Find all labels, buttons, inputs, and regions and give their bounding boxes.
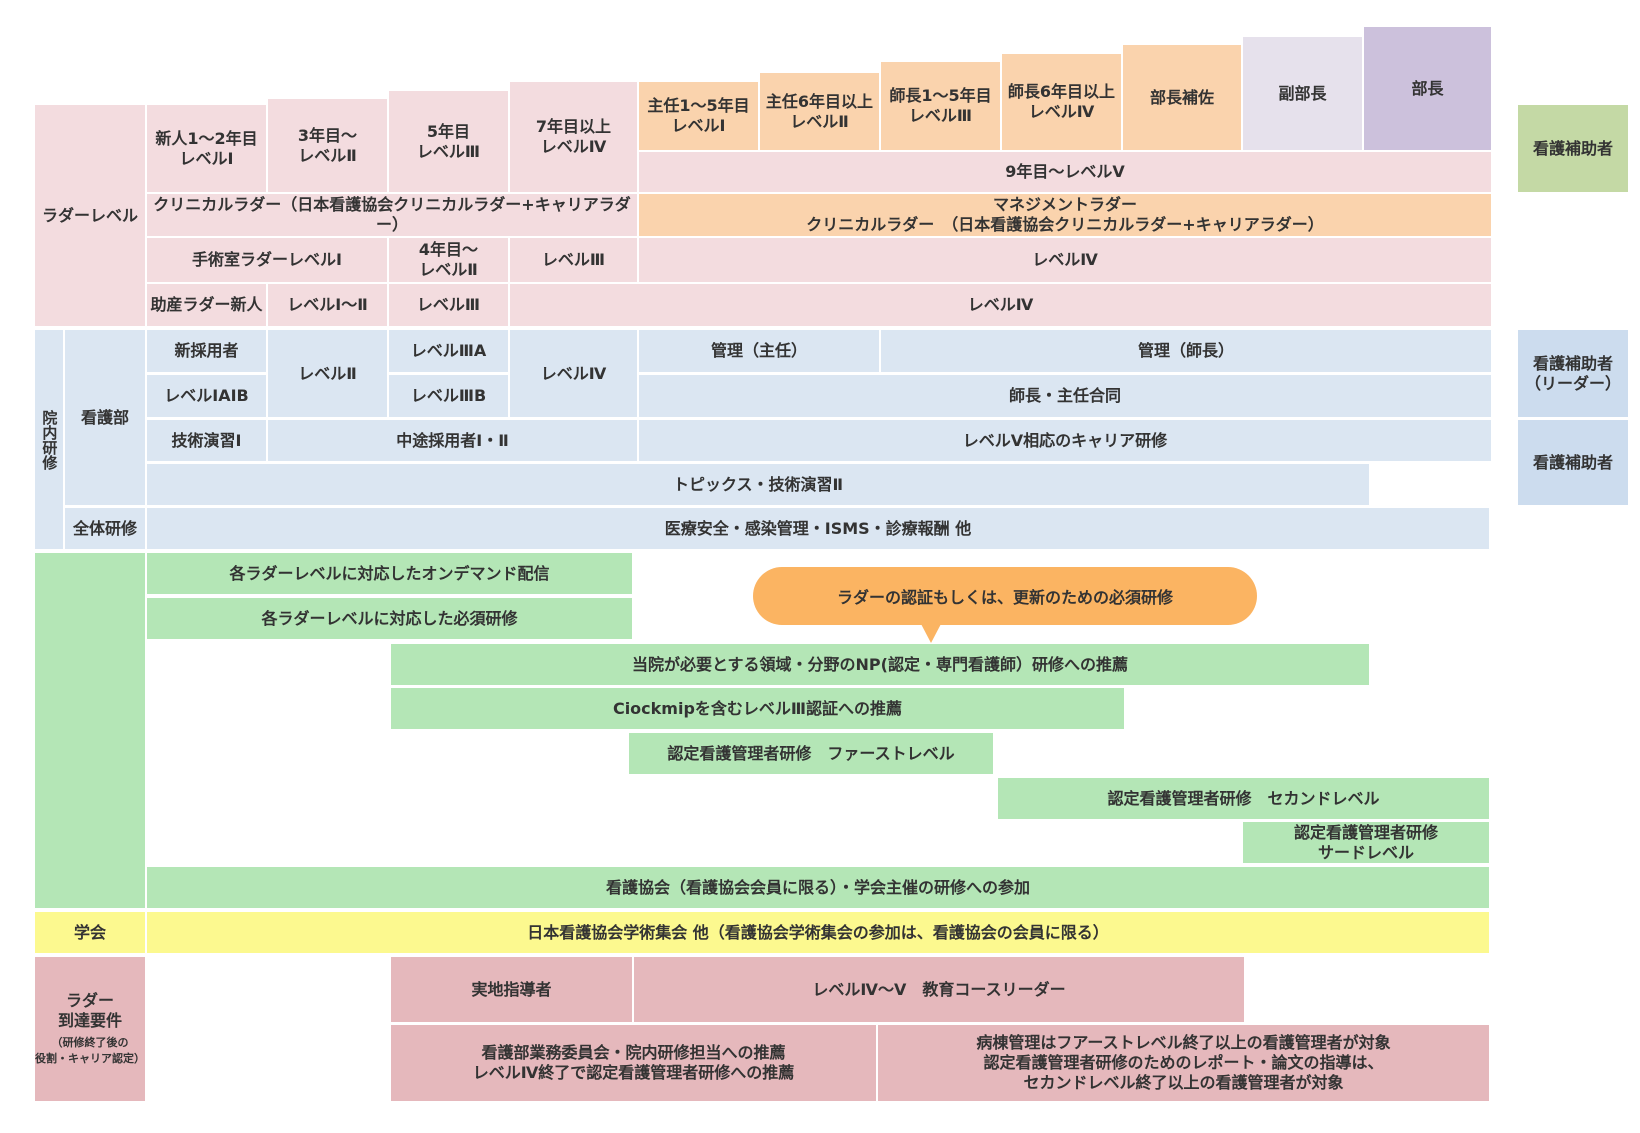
- academic-label: 学会: [35, 912, 145, 953]
- inhouse-level3b: レベルⅢB: [389, 375, 508, 417]
- mw-ladder-level4: レベルⅣ: [510, 284, 1491, 326]
- inhouse-level4: レベルⅣ: [510, 330, 637, 417]
- header-chief1: 主任1～5年目 レベルⅠ: [639, 82, 758, 150]
- mgmt-head: 管理（師長）: [881, 330, 1491, 372]
- header-deputy-director: 副部長: [1243, 37, 1362, 150]
- requirements-title: ラダー 到達要件: [57, 990, 122, 1030]
- management-ladder: マネジメントラダー クリニカルラダー （日本看護協会クリニカルラダー+キャリアラ…: [639, 194, 1491, 236]
- inhouse-level3a: レベルⅢA: [389, 330, 508, 372]
- header-head2: 師長6年目以上 レベルⅣ: [1002, 54, 1121, 150]
- callout-tail: [920, 622, 942, 643]
- committee-recommendation: 看護部業務委員会・院内研修担当への推薦 レベルⅣ終了で認定看護管理者研修への推薦: [391, 1025, 876, 1101]
- or-ladder-level4: レベルⅣ: [639, 238, 1491, 282]
- head-chief-joint: 師長・主任合同: [639, 375, 1491, 417]
- ciockmip-recommendation: Ciockmipを含むレベルⅢ認証への推薦: [391, 688, 1124, 729]
- required-training-callout: ラダーの認証もしくは、更新のための必須研修: [753, 567, 1257, 625]
- header-level3: 5年目 レベルⅢ: [389, 91, 508, 192]
- requirements-sublabel: （研修終了後の 役割・キャリア認定）: [35, 1035, 145, 1066]
- or-ladder-level1: 手術室ラダーレベルⅠ: [147, 238, 387, 282]
- header-chief2: 主任6年目以上 レベルⅡ: [760, 73, 879, 150]
- association-training: 看護協会（看護協会会員に限る）・学会主催の研修への参加: [147, 867, 1489, 908]
- header-level2: 3年目～ レベルⅡ: [268, 99, 387, 192]
- nursing-dept-label: 看護部: [65, 330, 145, 505]
- header-level1: 新人1～2年目 レベルⅠ: [147, 105, 266, 192]
- header-assistant: 看護補助者: [1518, 105, 1628, 192]
- clinical-ladder: クリニカルラダー（日本看護協会クリニカルラダー+キャリアラダー）: [147, 194, 637, 236]
- level1ab-cell: レベルⅠAⅠB: [147, 375, 266, 417]
- new-hire-cell: 新採用者: [147, 330, 266, 372]
- all-training-content: 医療安全・感染管理・ISMS・診療報酬 他: [147, 508, 1489, 549]
- header-level4: 7年目以上 レベルⅣ: [510, 82, 637, 192]
- inhouse-level2: レベルⅡ: [268, 330, 387, 417]
- mgmt-chief: 管理（主任）: [639, 330, 879, 372]
- required-training: 各ラダーレベルに対応した必須研修: [147, 598, 632, 639]
- second-level-training: 認定看護管理者研修 セカンドレベル: [998, 778, 1489, 819]
- ward-management-note: 病棟管理はフアーストレベル終了以上の看護管理者が対象 認定看護管理者研修のための…: [878, 1025, 1489, 1101]
- third-level-training: 認定看護管理者研修 サードレベル: [1243, 822, 1489, 863]
- ladder-section-label: ラダーレベル: [35, 105, 145, 326]
- or-ladder-level2: 4年目～ レベルⅡ: [389, 238, 508, 282]
- mw-ladder-level12: レベルⅠ～Ⅱ: [268, 284, 387, 326]
- np-recommendation: 当院が必要とする領域・分野のNP(認定・専門看護師）研修への推薦: [391, 644, 1369, 685]
- header-director: 部長: [1364, 27, 1491, 150]
- mw-ladder-level3: レベルⅢ: [389, 284, 508, 326]
- header-dept-assist: 部長補佐: [1123, 45, 1241, 150]
- preceptor-role: 実地指導者: [391, 957, 632, 1022]
- header-level5: 9年目～レベルⅤ: [639, 152, 1491, 192]
- or-ladder-level3: レベルⅢ: [510, 238, 637, 282]
- skill-practice1: 技術演習Ⅰ: [147, 420, 266, 461]
- career-level5: レベルⅤ相応のキャリア研修: [639, 420, 1491, 461]
- header-head1: 師長1～5年目 レベルⅢ: [881, 62, 1000, 150]
- first-level-training: 認定看護管理者研修 ファーストレベル: [629, 733, 993, 774]
- academic-content: 日本看護協会学術集会 他（看護協会学術集会の参加は、看護協会の会員に限る）: [147, 912, 1489, 953]
- midcareer-hire: 中途採用者Ⅰ・Ⅱ: [268, 420, 637, 461]
- assistant-label: 看護補助者: [1518, 420, 1628, 505]
- course-leader-role: レベルⅣ～Ⅴ 教育コースリーダー: [634, 957, 1244, 1022]
- mw-ladder-new: 助産ラダー新人: [147, 284, 266, 326]
- external-section-label: [35, 553, 145, 908]
- assistant-leader-label: 看護補助者 （リーダー）: [1518, 330, 1628, 417]
- topics-skill2: トピックス・技術演習Ⅱ: [147, 464, 1369, 505]
- all-training-label: 全体研修: [65, 508, 145, 549]
- ondemand-delivery: 各ラダーレベルに対応したオンデマンド配信: [147, 553, 632, 594]
- inhouse-section-label: 院内研修: [35, 330, 63, 549]
- requirements-label: ラダー 到達要件 （研修終了後の 役割・キャリア認定）: [35, 957, 145, 1101]
